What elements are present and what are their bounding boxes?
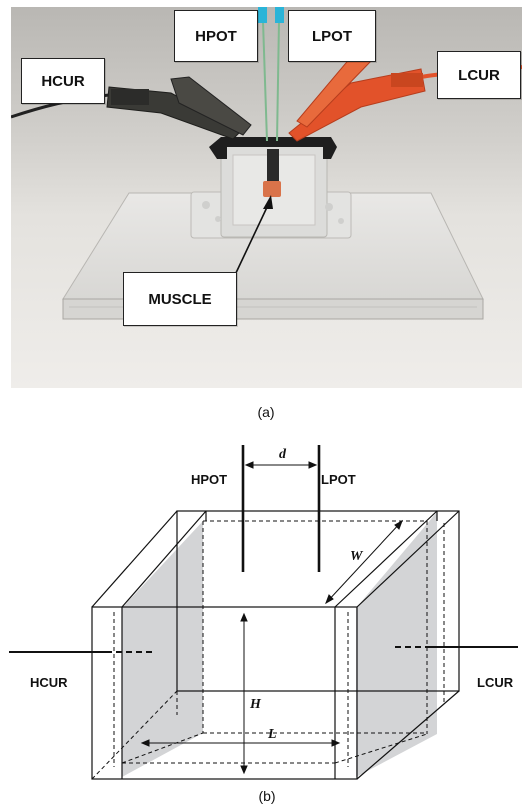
- electrode-holder: [209, 137, 337, 185]
- label-lpot-diagram: LPOT: [321, 472, 356, 487]
- label-h: H: [249, 697, 262, 712]
- label-lpot-photo: LPOT: [288, 10, 376, 62]
- label-w: W: [350, 549, 364, 564]
- muscle-tissue: [263, 181, 281, 197]
- h-dimension: [240, 612, 248, 775]
- w-dimension: [325, 519, 403, 605]
- label-d: d: [279, 447, 287, 462]
- label-hpot-photo: HPOT: [174, 10, 258, 62]
- label-lcur-diagram: LCUR: [477, 675, 514, 690]
- label-lcur-photo: LCUR: [437, 51, 521, 99]
- left-electrode-plate: [122, 521, 203, 777]
- label-hpot-diagram: HPOT: [191, 472, 227, 487]
- photo-panel-a: [11, 7, 522, 388]
- label-l: L: [267, 727, 277, 742]
- hidden-edges: [91, 520, 445, 780]
- label-muscle-photo: MUSCLE: [123, 272, 237, 326]
- label-hcur-photo: HCUR: [21, 58, 105, 104]
- right-electrode-plate: [356, 512, 437, 777]
- current-leads: [9, 646, 518, 653]
- muscle-arrow: [234, 195, 273, 276]
- label-hcur-diagram: HCUR: [30, 675, 68, 690]
- caption-b: (b): [258, 788, 276, 804]
- l-dimension: [140, 739, 341, 747]
- top-wires: [258, 7, 284, 142]
- chamber-diagram: HPOT LPOT HCUR LCUR d W H L: [9, 445, 518, 780]
- d-dimension: [244, 461, 318, 469]
- caption-a: (a): [257, 404, 275, 420]
